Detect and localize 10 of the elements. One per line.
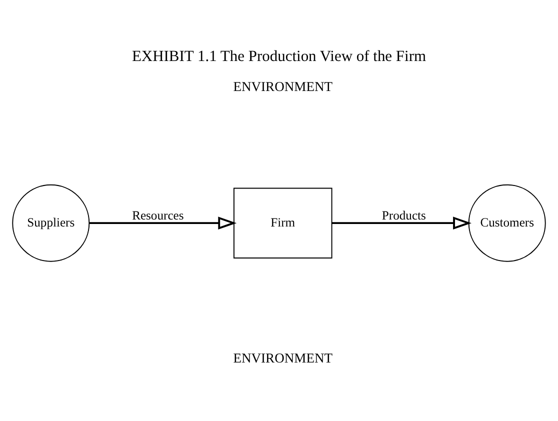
node-box: Firm (233, 188, 332, 258)
diagram-title: EXHIBIT 1.1 The Production View of the Firm (132, 48, 426, 66)
label: ENVIRONMENT (233, 79, 333, 94)
node-circle: Customers (468, 184, 546, 262)
edge-label: Products (382, 208, 426, 223)
arrow (332, 216, 472, 230)
label: ENVIRONMENT (233, 350, 333, 366)
edge-label: Resources (132, 208, 184, 223)
node-circle: Suppliers (12, 184, 90, 262)
arrow (89, 216, 237, 230)
